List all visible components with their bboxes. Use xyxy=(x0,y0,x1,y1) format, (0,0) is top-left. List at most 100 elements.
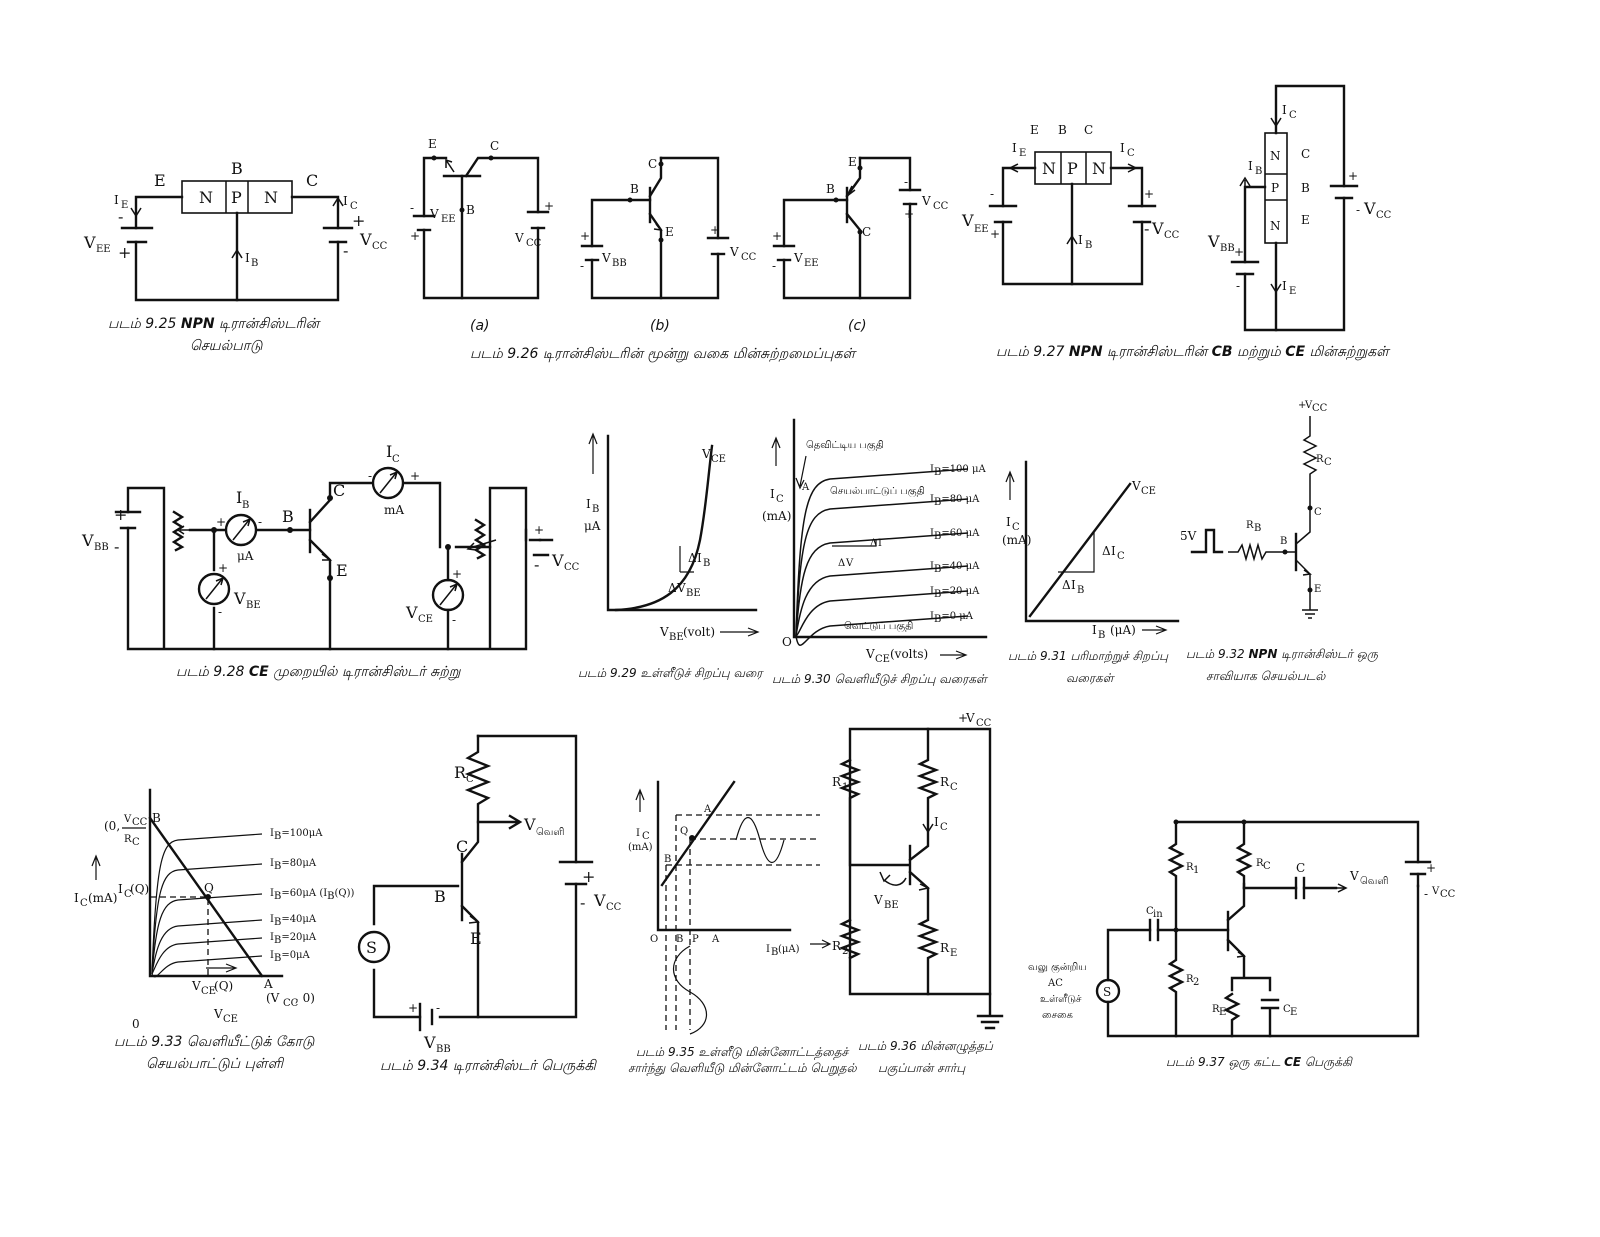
svg-text:E: E xyxy=(665,225,674,239)
svg-text:+: + xyxy=(118,243,131,262)
caption-9-28: படம் 9.28 CE முறையில் டிரான்சிஸ்டர் சுற்… xyxy=(176,664,462,681)
svg-text:C: C xyxy=(392,454,400,465)
svg-text:+: + xyxy=(410,469,420,483)
svg-text:CC: CC xyxy=(283,998,299,1009)
svg-text:CC: CC xyxy=(526,238,542,249)
svg-text:சாவியாக செயல்படல்: சாவியாக செயல்படல் xyxy=(1206,669,1326,683)
chart-curve-ib-3 xyxy=(151,919,263,975)
svg-text:CC: CC xyxy=(1312,403,1328,414)
svg-text:C: C xyxy=(1127,148,1135,159)
svg-text:-: - xyxy=(1144,219,1149,238)
svg-text:C: C xyxy=(1301,147,1310,161)
svg-text:CE: CE xyxy=(418,614,433,625)
chart-series-label-4: IB=20μA xyxy=(270,932,317,946)
svg-text:V: V xyxy=(961,211,974,230)
svg-text:C: C xyxy=(648,157,657,171)
svg-text:2: 2 xyxy=(842,946,848,957)
svg-text:BE: BE xyxy=(884,900,899,911)
caption-9-32: படம் 9.32 NPN டிரான்சிஸ்டர் ஒரு xyxy=(1186,647,1379,662)
svg-text:Q: Q xyxy=(680,826,688,837)
chart-curve-ib-1 xyxy=(151,863,263,975)
svg-text:μA: μA xyxy=(584,519,601,533)
svg-text:CE: CE xyxy=(201,986,216,997)
svg-text:O: O xyxy=(650,934,658,945)
svg-text:C: C xyxy=(1289,110,1297,121)
caption-9-35: படம் 9.35 உள்ளீடு மின்னோட்டத்தைச் xyxy=(636,1045,850,1060)
fig-9-33-curves xyxy=(151,833,263,978)
chart-curve-ib-1 xyxy=(795,498,969,637)
npn-n-left: N xyxy=(199,188,213,207)
svg-text:V: V xyxy=(676,581,686,595)
svg-text:(mA): (mA) xyxy=(762,509,791,523)
svg-text:+: + xyxy=(544,199,554,213)
svg-text:R: R xyxy=(940,775,950,789)
fig-9-28-ce-circuit: + V BB - I B + - μA B C E + - V BE I C -… xyxy=(81,442,580,681)
svg-text:B: B xyxy=(771,947,778,958)
svg-text:C: C xyxy=(124,889,132,900)
svg-text:1: 1 xyxy=(842,782,848,793)
chart-xlabel: V xyxy=(659,625,669,639)
svg-text:CC: CC xyxy=(741,252,757,263)
svg-text:(volts): (volts) xyxy=(890,647,928,661)
chart-series-label-1: IB=80μA xyxy=(270,858,317,872)
svg-text:E: E xyxy=(1314,584,1321,595)
chart-line-vce xyxy=(1028,482,1132,618)
svg-text:I: I xyxy=(1282,279,1287,293)
svg-text:C: C xyxy=(333,481,345,500)
svg-text:+: + xyxy=(410,229,420,243)
svg-text:+: + xyxy=(408,1001,418,1015)
svg-text:C: C xyxy=(776,494,784,505)
svg-text:C: C xyxy=(1283,1004,1291,1015)
svg-text:I: I xyxy=(245,251,250,265)
caption-9-37: படம் 9.37 ஒரு கட்ட CE பெருக்கி xyxy=(1166,1055,1353,1070)
fig-9-29-input-characteristic: I B μA V CE Δ I B Δ V BE V BE (volt) படம… xyxy=(578,432,764,681)
svg-text:-: - xyxy=(218,605,222,619)
fig-9-33-load-line: (0, V CC R C B I C (mA) I C (Q) Q V CE (… xyxy=(74,788,355,1072)
chart-curve-ib-4 xyxy=(795,590,969,637)
svg-text:CE: CE xyxy=(711,454,726,465)
svg-text:R: R xyxy=(1256,858,1264,869)
svg-text:C: C xyxy=(456,837,468,856)
svg-text:-: - xyxy=(580,259,584,273)
label-c: C xyxy=(306,171,318,190)
svg-text:-: - xyxy=(410,201,414,215)
svg-text:(mA): (mA) xyxy=(628,842,653,853)
svg-text:B: B xyxy=(1098,630,1105,641)
svg-text:V: V xyxy=(921,194,931,208)
svg-text:N: N xyxy=(1092,159,1106,178)
svg-text:தெவிட்டிய பகுதி: தெவிட்டிய பகுதி xyxy=(806,440,884,452)
fig-9-31-transfer-characteristic: V CE I C (mA) Δ I C Δ I B I B (μA) படம் … xyxy=(1002,460,1180,685)
svg-text:-: - xyxy=(1356,203,1360,217)
chart-xlabel: I xyxy=(1092,623,1097,637)
chart-curve-ib-5 xyxy=(151,955,263,978)
svg-text:C: C xyxy=(940,822,948,833)
svg-text:B: B xyxy=(676,934,683,945)
caption-9-29: படம் 9.29 உள்ளீடுச் சிறப்பு வரை xyxy=(578,666,764,681)
svg-text:C: C xyxy=(1263,861,1271,872)
svg-text:+: + xyxy=(534,523,544,537)
svg-text:μA: μA xyxy=(237,549,254,563)
svg-text:(0,: (0, xyxy=(104,819,120,833)
svg-text:செயல்பாட்டுப் புள்ளி: செயல்பாட்டுப் புள்ளி xyxy=(146,1056,285,1072)
svg-text:வெளி: வெளி xyxy=(1360,876,1388,887)
svg-text:V: V xyxy=(123,814,132,825)
chart-curve-ib-2 xyxy=(795,532,969,637)
svg-text:1: 1 xyxy=(1193,865,1199,876)
svg-text:சார்ந்து வெளியீடு மின்னோட்டம்: சார்ந்து வெளியீடு மின்னோட்டம் பெறுதல் xyxy=(628,1061,858,1077)
svg-text:S: S xyxy=(366,938,377,957)
svg-text:-: - xyxy=(343,241,348,260)
svg-text:I: I xyxy=(770,487,775,501)
label-vcc: V xyxy=(359,230,372,249)
svg-text:+: + xyxy=(710,223,720,237)
svg-text:E: E xyxy=(1030,123,1039,137)
svg-text:I: I xyxy=(114,193,119,207)
svg-text:CC: CC xyxy=(1440,889,1456,900)
svg-text:+: + xyxy=(1298,400,1306,411)
chart-curve-vce xyxy=(614,444,714,612)
svg-text:வெட்டுப் பகுதி: வெட்டுப் பகுதி xyxy=(844,621,913,633)
svg-text:I: I xyxy=(1071,578,1076,592)
label-e: E xyxy=(154,171,166,190)
svg-text:BB: BB xyxy=(1220,243,1235,254)
svg-text:Δ: Δ xyxy=(688,551,697,565)
